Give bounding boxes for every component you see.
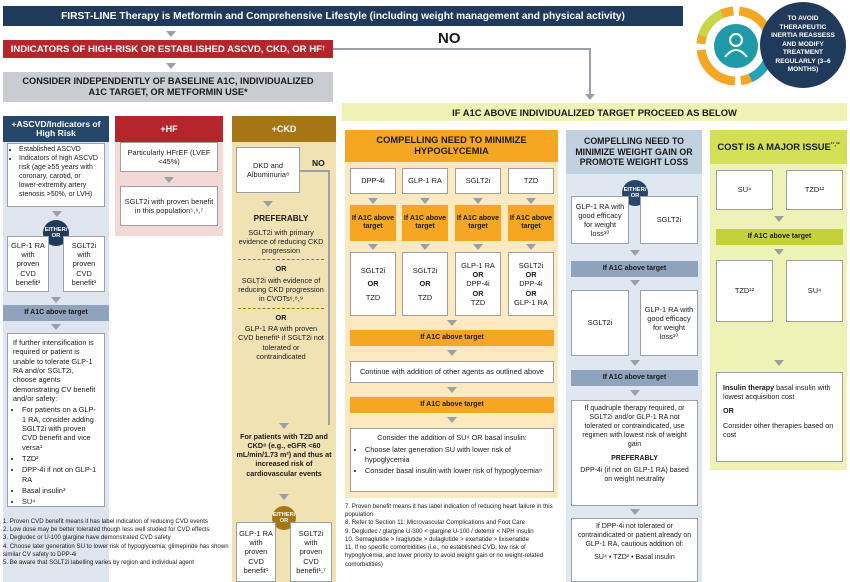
hf-criteria: Particularly HFrEF (LVEF <45%) — [120, 142, 218, 172]
first-line-banner: FIRST-LINE Therapy is Metformin and Comp… — [3, 6, 683, 26]
no-connector-h — [333, 48, 590, 50]
arrow-down — [166, 63, 176, 69]
arrow-down — [51, 297, 61, 303]
arrow-down — [447, 417, 457, 423]
footnotes-left: 1. Proven CVD benefit means it has label… — [3, 518, 229, 567]
arrow-down — [630, 509, 640, 515]
high-risk-banner: INDICATORS OF HIGH-RISK OR ESTABLISHED A… — [3, 40, 333, 58]
arrow-down — [473, 198, 483, 204]
weight-sglt2-option: SGLT2i — [640, 196, 698, 244]
inertia-circle: TO AVOID THERAPEUTIC INERTIA REASSESS AN… — [760, 2, 846, 88]
arrow-down — [774, 360, 784, 366]
hypo-a1c-chip-1: If A1C above target — [350, 205, 396, 241]
arrow-down — [774, 249, 784, 255]
arrow-down — [447, 350, 457, 356]
hypo-a1c-chip-3: If A1C above target — [455, 205, 501, 241]
cost-tzd-option: TZD¹² — [786, 170, 843, 210]
weight-header: COMPELLING NEED TO MINIMIZE WEIGHT GAIN … — [566, 130, 702, 174]
hypo-drug-tzd: TZD — [508, 168, 554, 194]
above-target-banner: IF A1C ABOVE INDIVIDUALIZED TARGET PROCE… — [342, 103, 847, 121]
cost-a1c-bar: If A1C above target — [716, 229, 843, 245]
arrow-down — [279, 423, 289, 429]
ascvd-header: +ASCVD/Indicators of High Risk — [3, 116, 109, 142]
arrow-down — [630, 390, 640, 396]
hypo-a1c-chip-2: If A1C above target — [402, 205, 448, 241]
ascvd-glp1-option: GLP-1 RA with proven CVD benefit¹ — [7, 236, 49, 292]
ckd-no-line — [300, 170, 330, 172]
cost-su-option-2: SU⁴ — [786, 260, 843, 322]
hypo-header: COMPELLING NEED TO MINIMIZE HYPOGLYCEMIA — [345, 130, 558, 162]
arrow-down — [585, 94, 595, 100]
hypo-drug-glp1: GLP-1 RA — [402, 168, 448, 194]
arrow-down — [368, 198, 378, 204]
no-label-top: NO — [438, 30, 461, 47]
weight-a1c-bar-2: If A1C above target — [571, 370, 698, 386]
hypo-a1c-bar-1: If A1C above target — [350, 330, 554, 346]
arrow-down — [420, 198, 430, 204]
hf-header: +HF — [115, 116, 223, 142]
ckd-egfr-box: For patients with T2D and CKD⁸ (e.g., eG… — [236, 432, 332, 478]
ckd-criteria: DKD and Albuminuria⁸ — [236, 147, 300, 193]
weight-cautious-box: If DPP-4i not tolerated or contraindicat… — [571, 518, 698, 582]
ckd-glp1-option: GLP-1 RA with proven CVD benefit¹ — [236, 522, 276, 582]
arrow-down — [630, 280, 640, 286]
arrow-down — [420, 244, 430, 250]
ckd-preferably-box: PREFERABLY SGLT2i with primary evidence … — [236, 212, 326, 420]
hf-sglt2-box: SGLT2i with proven benefit in this popul… — [120, 186, 218, 226]
ascvd-a1c-chip: If A1C above target — [3, 305, 109, 321]
arrow-down — [447, 387, 457, 393]
hypo-consider-box: Consider the addition of SU⁴ OR basal in… — [350, 428, 554, 492]
arrow-down — [526, 244, 536, 250]
arrow-down — [166, 31, 176, 37]
cost-su-option: SU⁴ — [716, 170, 773, 210]
arrow-down — [164, 177, 174, 183]
hypo-drug-dpp4: DPP-4i — [350, 168, 396, 194]
ascvd-sglt2-option: SGLT2i with proven CVD benefit¹ — [63, 236, 105, 292]
hypo-drug-sglt2: SGLT2i — [455, 168, 501, 194]
hypo-a1c-chip-4: If A1C above target — [508, 205, 554, 241]
arrow-down — [368, 244, 378, 250]
weight-sglt2-option-2: SGLT2i — [571, 290, 629, 356]
ckd-no-line-v — [328, 170, 330, 425]
arrow-down — [774, 216, 784, 222]
ckd-no-label: NO — [312, 158, 325, 168]
arrow-down — [447, 320, 457, 326]
no-connector-v — [589, 48, 591, 94]
arrow-down — [630, 360, 640, 366]
arrow-down — [526, 198, 536, 204]
weight-glp1-option: GLP-1 RA with good efficacy for weight l… — [571, 196, 629, 244]
hypo-continue-box: Continue with addition of other agents a… — [350, 361, 554, 383]
arrow-down — [263, 201, 273, 207]
cost-header: COST IS A MAJOR ISSUE¹¹,¹² — [710, 130, 847, 164]
arrow-down — [52, 211, 62, 217]
consider-banner: CONSIDER INDEPENDENTLY OF BASELINE A1C, … — [3, 72, 333, 102]
ckd-sglt2-option: SGLT2i with proven CVD benefit¹,⁷ — [290, 522, 332, 582]
ckd-header: +CKD — [232, 116, 336, 142]
ascvd-intensify-box: If further intensification is required o… — [7, 333, 105, 507]
arrow-down — [473, 244, 483, 250]
weight-a1c-bar-1: If A1C above target — [571, 261, 698, 277]
cost-insulin-box: Insulin therapy basal insulin with lowes… — [716, 372, 843, 462]
arrow-down — [279, 494, 289, 500]
cost-tzd-option-2: TZD¹² — [716, 260, 773, 322]
weight-glp1-option-2: GLP-1 RA with good efficacy for weight l… — [640, 290, 698, 356]
hypo-a1c-bar-2: If A1C above target — [350, 397, 554, 413]
arrow-down — [51, 324, 61, 330]
weight-quad-box: If quadruple therapy required, or SGLT2i… — [571, 400, 698, 506]
arrow-down — [630, 250, 640, 256]
ascvd-criteria: Established ASCVD Indicators of high ASC… — [7, 143, 105, 207]
footnotes-right: 7. Proven benefit means it has label ind… — [345, 503, 553, 568]
